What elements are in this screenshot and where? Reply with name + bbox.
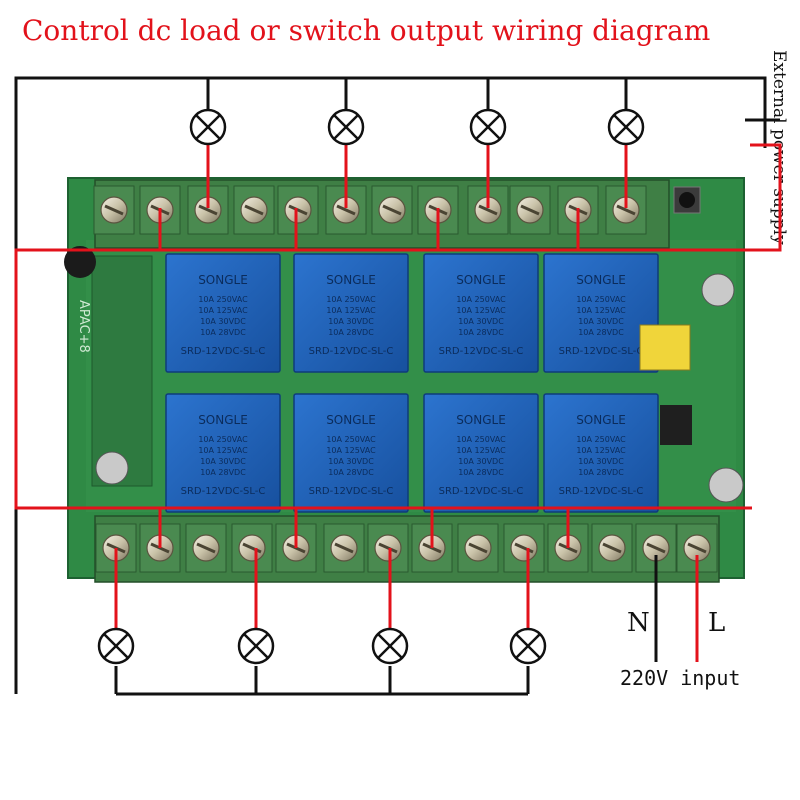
relay-rating: 10A 28VDC bbox=[200, 468, 246, 477]
relay: SONGLE SRD-12VDC-SL-C 10A 250VAC 10A 125VAC… bbox=[543, 393, 659, 513]
relay-grid: SONGLE SRD-12VDC-SL-C 10A 250VAC 10A 125VAC… bbox=[165, 253, 659, 513]
relay-model: SRD-12VDC-SL-C bbox=[309, 486, 394, 497]
lamp-icon bbox=[189, 108, 227, 146]
relay-rating: 10A 30VDC bbox=[458, 317, 504, 326]
relay-model: SRD-12VDC-SL-C bbox=[181, 346, 266, 357]
relay: SONGLE SRD-12VDC-SL-C 10A 250VAC 10A 125VAC… bbox=[293, 393, 409, 513]
screw-terminal-icon bbox=[233, 185, 275, 235]
relay-brand: SONGLE bbox=[326, 413, 376, 427]
relay-brand: SONGLE bbox=[198, 413, 248, 427]
relay-model: SRD-12VDC-SL-C bbox=[559, 486, 644, 497]
screw-terminal-icon bbox=[231, 523, 273, 573]
relay-model: SRD-12VDC-SL-C bbox=[181, 486, 266, 497]
relay: SONGLE SRD-12VDC-SL-C 10A 250VAC 10A 125VAC… bbox=[423, 393, 539, 513]
relay-rating: 10A 250VAC bbox=[326, 295, 376, 304]
screw-terminal-icon bbox=[185, 523, 227, 573]
board-model-label: APAC+8 bbox=[76, 300, 91, 353]
relay-rating: 10A 250VAC bbox=[198, 435, 248, 444]
relay-rating: 10A 28VDC bbox=[578, 328, 624, 337]
relay-rating: 10A 250VAC bbox=[326, 435, 376, 444]
screw-terminal-icon bbox=[457, 523, 499, 573]
relay-brand: SONGLE bbox=[456, 273, 506, 287]
lamp-icon bbox=[607, 108, 645, 146]
screw-terminal-icon bbox=[503, 523, 545, 573]
screw-terminal-icon bbox=[557, 185, 599, 235]
relay-rating: 10A 28VDC bbox=[458, 328, 504, 337]
bottom-screw-row bbox=[95, 523, 718, 573]
lamp-icon bbox=[509, 627, 547, 665]
relay-rating: 10A 250VAC bbox=[456, 295, 506, 304]
relay: SONGLE SRD-12VDC-SL-C 10A 250VAC 10A 125VAC… bbox=[543, 253, 659, 373]
relay-rating: 10A 125VAC bbox=[456, 446, 506, 455]
relay-rating: 10A 28VDC bbox=[578, 468, 624, 477]
relay-brand: SONGLE bbox=[326, 273, 376, 287]
red-wiring bbox=[14, 143, 782, 662]
relay-rating: 10A 250VAC bbox=[456, 435, 506, 444]
screw-terminal-icon bbox=[93, 185, 135, 235]
relay-rating: 10A 125VAC bbox=[198, 306, 248, 315]
relay-rating: 10A 125VAC bbox=[456, 306, 506, 315]
relay-rating: 10A 250VAC bbox=[198, 295, 248, 304]
screw-terminal-icon bbox=[591, 523, 633, 573]
relay: SONGLE SRD-12VDC-SL-C 10A 250VAC 10A 125VAC… bbox=[293, 253, 409, 373]
relay-rating: 10A 125VAC bbox=[198, 446, 248, 455]
relay: SONGLE SRD-12VDC-SL-C 10A 250VAC 10A 125VAC… bbox=[165, 393, 281, 513]
relay-rating: 10A 30VDC bbox=[200, 457, 246, 466]
power-input-label: 220V input bbox=[620, 666, 741, 690]
relay-rating: 10A 125VAC bbox=[576, 306, 626, 315]
lamp-icon bbox=[371, 627, 409, 665]
relay-rating: 10A 125VAC bbox=[326, 446, 376, 455]
rf-module bbox=[91, 255, 153, 487]
screw-terminal-icon bbox=[277, 185, 319, 235]
relay-model: SRD-12VDC-SL-C bbox=[559, 346, 644, 357]
relay-rating: 10A 30VDC bbox=[458, 457, 504, 466]
lamp-icon bbox=[97, 627, 135, 665]
relay-rating: 10A 30VDC bbox=[578, 457, 624, 466]
relay-rating: 10A 30VDC bbox=[328, 317, 374, 326]
relay-rating: 10A 30VDC bbox=[578, 317, 624, 326]
relay-rating: 10A 28VDC bbox=[458, 468, 504, 477]
screw-terminal-icon bbox=[509, 185, 551, 235]
transformer bbox=[639, 324, 691, 371]
relay: SONGLE SRD-12VDC-SL-C 10A 250VAC 10A 125VAC… bbox=[165, 253, 281, 373]
relay-rating: 10A 250VAC bbox=[576, 295, 626, 304]
lamp-icon bbox=[237, 627, 275, 665]
ic-chip bbox=[660, 405, 692, 445]
neutral-terminal-label: N bbox=[627, 608, 650, 638]
relay-rating: 10A 125VAC bbox=[326, 306, 376, 315]
relay-brand: SONGLE bbox=[198, 273, 248, 287]
relay-rating: 10A 30VDC bbox=[328, 457, 374, 466]
relay-rating: 10A 28VDC bbox=[200, 328, 246, 337]
lamp-icon bbox=[469, 108, 507, 146]
relay-rating: 10A 250VAC bbox=[576, 435, 626, 444]
diagram-title: Control dc load or switch output wiring … bbox=[22, 14, 711, 47]
capacitor-right-bottom bbox=[708, 467, 744, 503]
screw-terminal-icon bbox=[367, 523, 409, 573]
lamp-load-group bbox=[97, 108, 645, 665]
relay-rating: 10A 125VAC bbox=[576, 446, 626, 455]
capacitor-right-top bbox=[701, 273, 735, 307]
relay-rating: 10A 28VDC bbox=[328, 328, 374, 337]
relay-model: SRD-12VDC-SL-C bbox=[439, 486, 524, 497]
capacitor-left bbox=[95, 451, 129, 485]
relay: SONGLE SRD-12VDC-SL-C 10A 250VAC 10A 125VAC… bbox=[423, 253, 539, 373]
relay-brand: SONGLE bbox=[576, 413, 626, 427]
live-terminal-label: L bbox=[708, 608, 726, 638]
antenna-coil bbox=[64, 246, 96, 278]
relay-brand: SONGLE bbox=[456, 413, 506, 427]
lamp-icon bbox=[327, 108, 365, 146]
relay-rating: 10A 28VDC bbox=[328, 468, 374, 477]
relay-brand: SONGLE bbox=[576, 273, 626, 287]
relay-model: SRD-12VDC-SL-C bbox=[309, 346, 394, 357]
relay-model: SRD-12VDC-SL-C bbox=[439, 346, 524, 357]
push-button-cap bbox=[679, 192, 695, 208]
relay-rating: 10A 30VDC bbox=[200, 317, 246, 326]
screw-terminal-icon bbox=[323, 523, 365, 573]
screw-terminal-icon bbox=[371, 185, 413, 235]
